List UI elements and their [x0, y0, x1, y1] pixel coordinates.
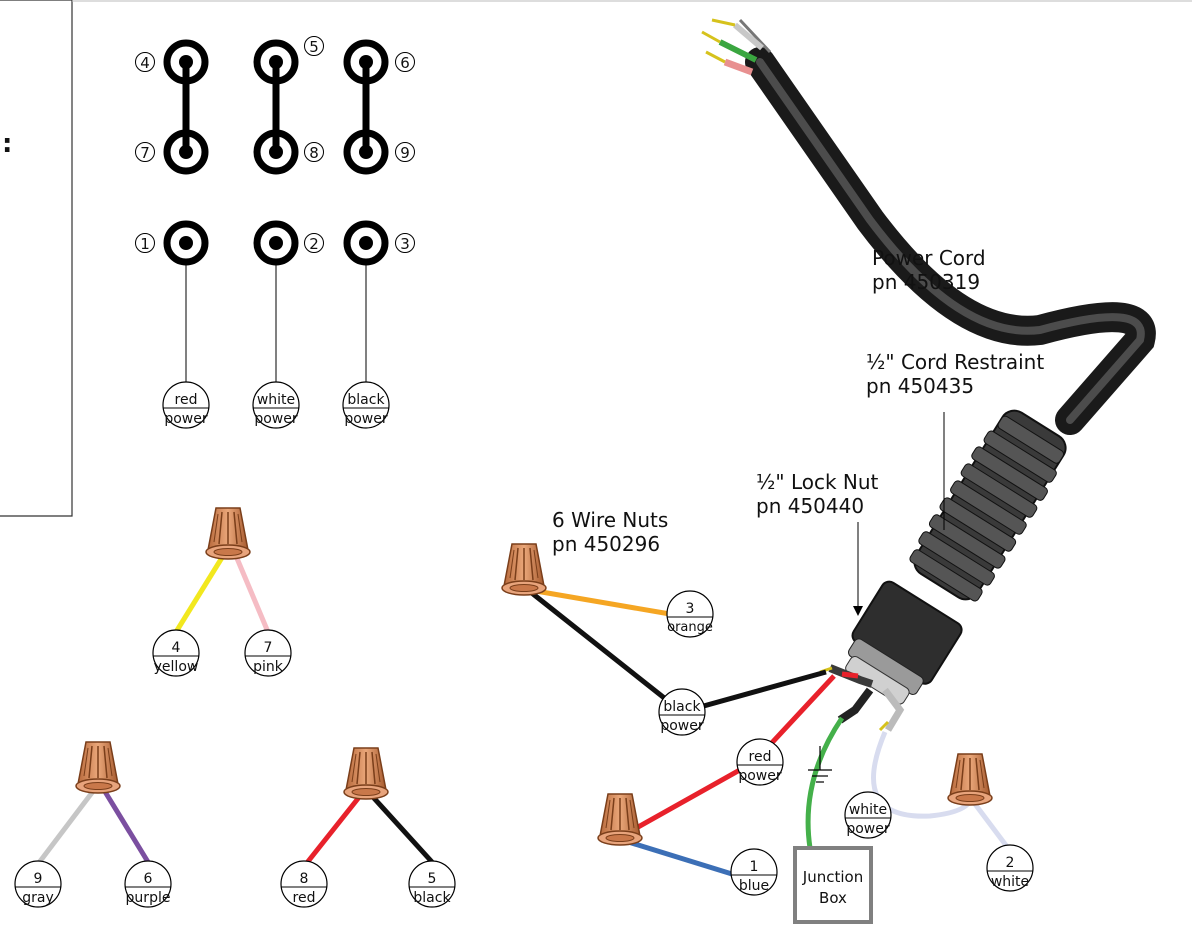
svg-text:Box: Box — [819, 889, 847, 907]
terminal-label-1: 1 — [140, 235, 150, 253]
wire-nut-red-black — [304, 747, 434, 866]
lock-nut-arrow — [853, 606, 863, 616]
terminal-group: 4 5 6 7 8 9 1 2 3 — [135, 36, 415, 382]
cord-tag-red-power: red power — [736, 738, 784, 786]
terminal-label-3: 3 — [400, 235, 410, 253]
terminal-label-9: 9 — [400, 144, 410, 162]
terminal-label-5: 5 — [309, 38, 319, 56]
svg-text:4: 4 — [172, 640, 181, 656]
junction-box: Junction Box — [793, 846, 873, 924]
svg-text:red: red — [175, 392, 198, 408]
wire-tag-black: 5 black — [408, 860, 456, 908]
wire-nut-red-blue — [597, 793, 643, 846]
wire-tag-purple: 6 purple — [124, 860, 172, 908]
wire-tag-red: 8 red — [280, 860, 328, 908]
wire-nuts-pn: pn 450296 — [552, 532, 661, 556]
svg-text:6: 6 — [144, 871, 153, 887]
svg-text:8: 8 — [300, 871, 309, 887]
terminal-ring-2[interactable] — [257, 224, 295, 262]
power-cord — [701, 18, 1156, 435]
svg-text:pink: pink — [253, 659, 284, 675]
svg-text:black: black — [663, 699, 701, 715]
svg-text:1: 1 — [750, 859, 759, 875]
svg-text:gray: gray — [22, 890, 54, 906]
svg-text:orange: orange — [667, 620, 713, 635]
wire-tag-yellow: 4 yellow — [152, 629, 200, 677]
svg-text:power: power — [660, 718, 704, 734]
wire-tag-blue: 1 blue — [730, 848, 778, 896]
power-tag-red: red power — [162, 381, 210, 429]
terminal-label-2: 2 — [309, 235, 319, 253]
wire-tag-pink: 7 pink — [244, 629, 292, 677]
terminal-label-6: 6 — [400, 54, 410, 72]
svg-text:yellow: yellow — [154, 659, 199, 675]
svg-text:power: power — [846, 821, 890, 837]
svg-text:5: 5 — [428, 871, 437, 887]
svg-text:power: power — [344, 411, 388, 427]
terminal-label-7: 7 — [140, 144, 150, 162]
terminal-ring-3[interactable] — [347, 224, 385, 262]
power-cord-callout: Power Cord pn 450319 — [872, 246, 986, 294]
power-tag-black: black power — [342, 381, 390, 429]
svg-text:black: black — [347, 392, 385, 408]
power-cord-name: Power Cord — [872, 246, 986, 270]
svg-text:red: red — [749, 749, 772, 765]
wire-nut-white — [947, 753, 993, 806]
ground-icon — [808, 746, 832, 783]
power-tag-white: white power — [252, 381, 300, 429]
svg-text:red: red — [293, 890, 316, 906]
svg-text:Junction: Junction — [802, 868, 863, 886]
svg-text:white: white — [991, 874, 1029, 890]
wire-nut-yellow-pink — [173, 507, 271, 634]
terminal-label-4: 4 — [140, 54, 150, 72]
panel-colon: : — [2, 129, 12, 159]
wire-tag-gray: 9 gray — [14, 860, 62, 908]
svg-text:white: white — [257, 392, 295, 408]
svg-text:7: 7 — [264, 640, 273, 656]
wire-nut-orange-black — [501, 543, 547, 596]
wire-tag-white: 2 white — [986, 844, 1034, 892]
wire-nut-gray-purple — [36, 741, 151, 866]
svg-text:power: power — [738, 768, 782, 784]
svg-text:9: 9 — [34, 871, 43, 887]
svg-text:blue: blue — [739, 878, 769, 894]
wire-nuts-callout: 6 Wire Nuts pn 450296 — [552, 508, 668, 556]
cord-restraint-callout: ½" Cord Restraint pn 450435 — [866, 350, 1044, 398]
cord-restraint-pn: pn 450435 — [866, 374, 975, 398]
svg-text:power: power — [254, 411, 298, 427]
svg-text:black: black — [413, 890, 451, 906]
svg-text:2: 2 — [1006, 855, 1015, 871]
lock-nut-pn: pn 450440 — [756, 494, 865, 518]
terminal-label-8: 8 — [309, 144, 319, 162]
panel-frame — [0, 0, 73, 517]
cord-restraint-name: ½" Cord Restraint — [866, 350, 1045, 374]
svg-text:white: white — [849, 802, 887, 818]
cord-tag-white-power: white power — [844, 791, 892, 839]
cord-restraint — [845, 409, 1067, 705]
lock-nut-name: ½" Lock Nut — [756, 470, 879, 494]
cord-tag-black-power: black power — [658, 688, 706, 736]
wire-nuts-name: 6 Wire Nuts — [552, 508, 669, 532]
terminal-ring-1[interactable] — [167, 224, 205, 262]
lock-nut-callout: ½" Lock Nut pn 450440 — [756, 470, 878, 518]
wire-tag-orange: 3 orange — [666, 590, 714, 638]
svg-text:purple: purple — [126, 890, 171, 906]
svg-text:3: 3 — [686, 601, 695, 617]
power-cord-pn: pn 450319 — [872, 270, 981, 294]
svg-text:power: power — [164, 411, 208, 427]
